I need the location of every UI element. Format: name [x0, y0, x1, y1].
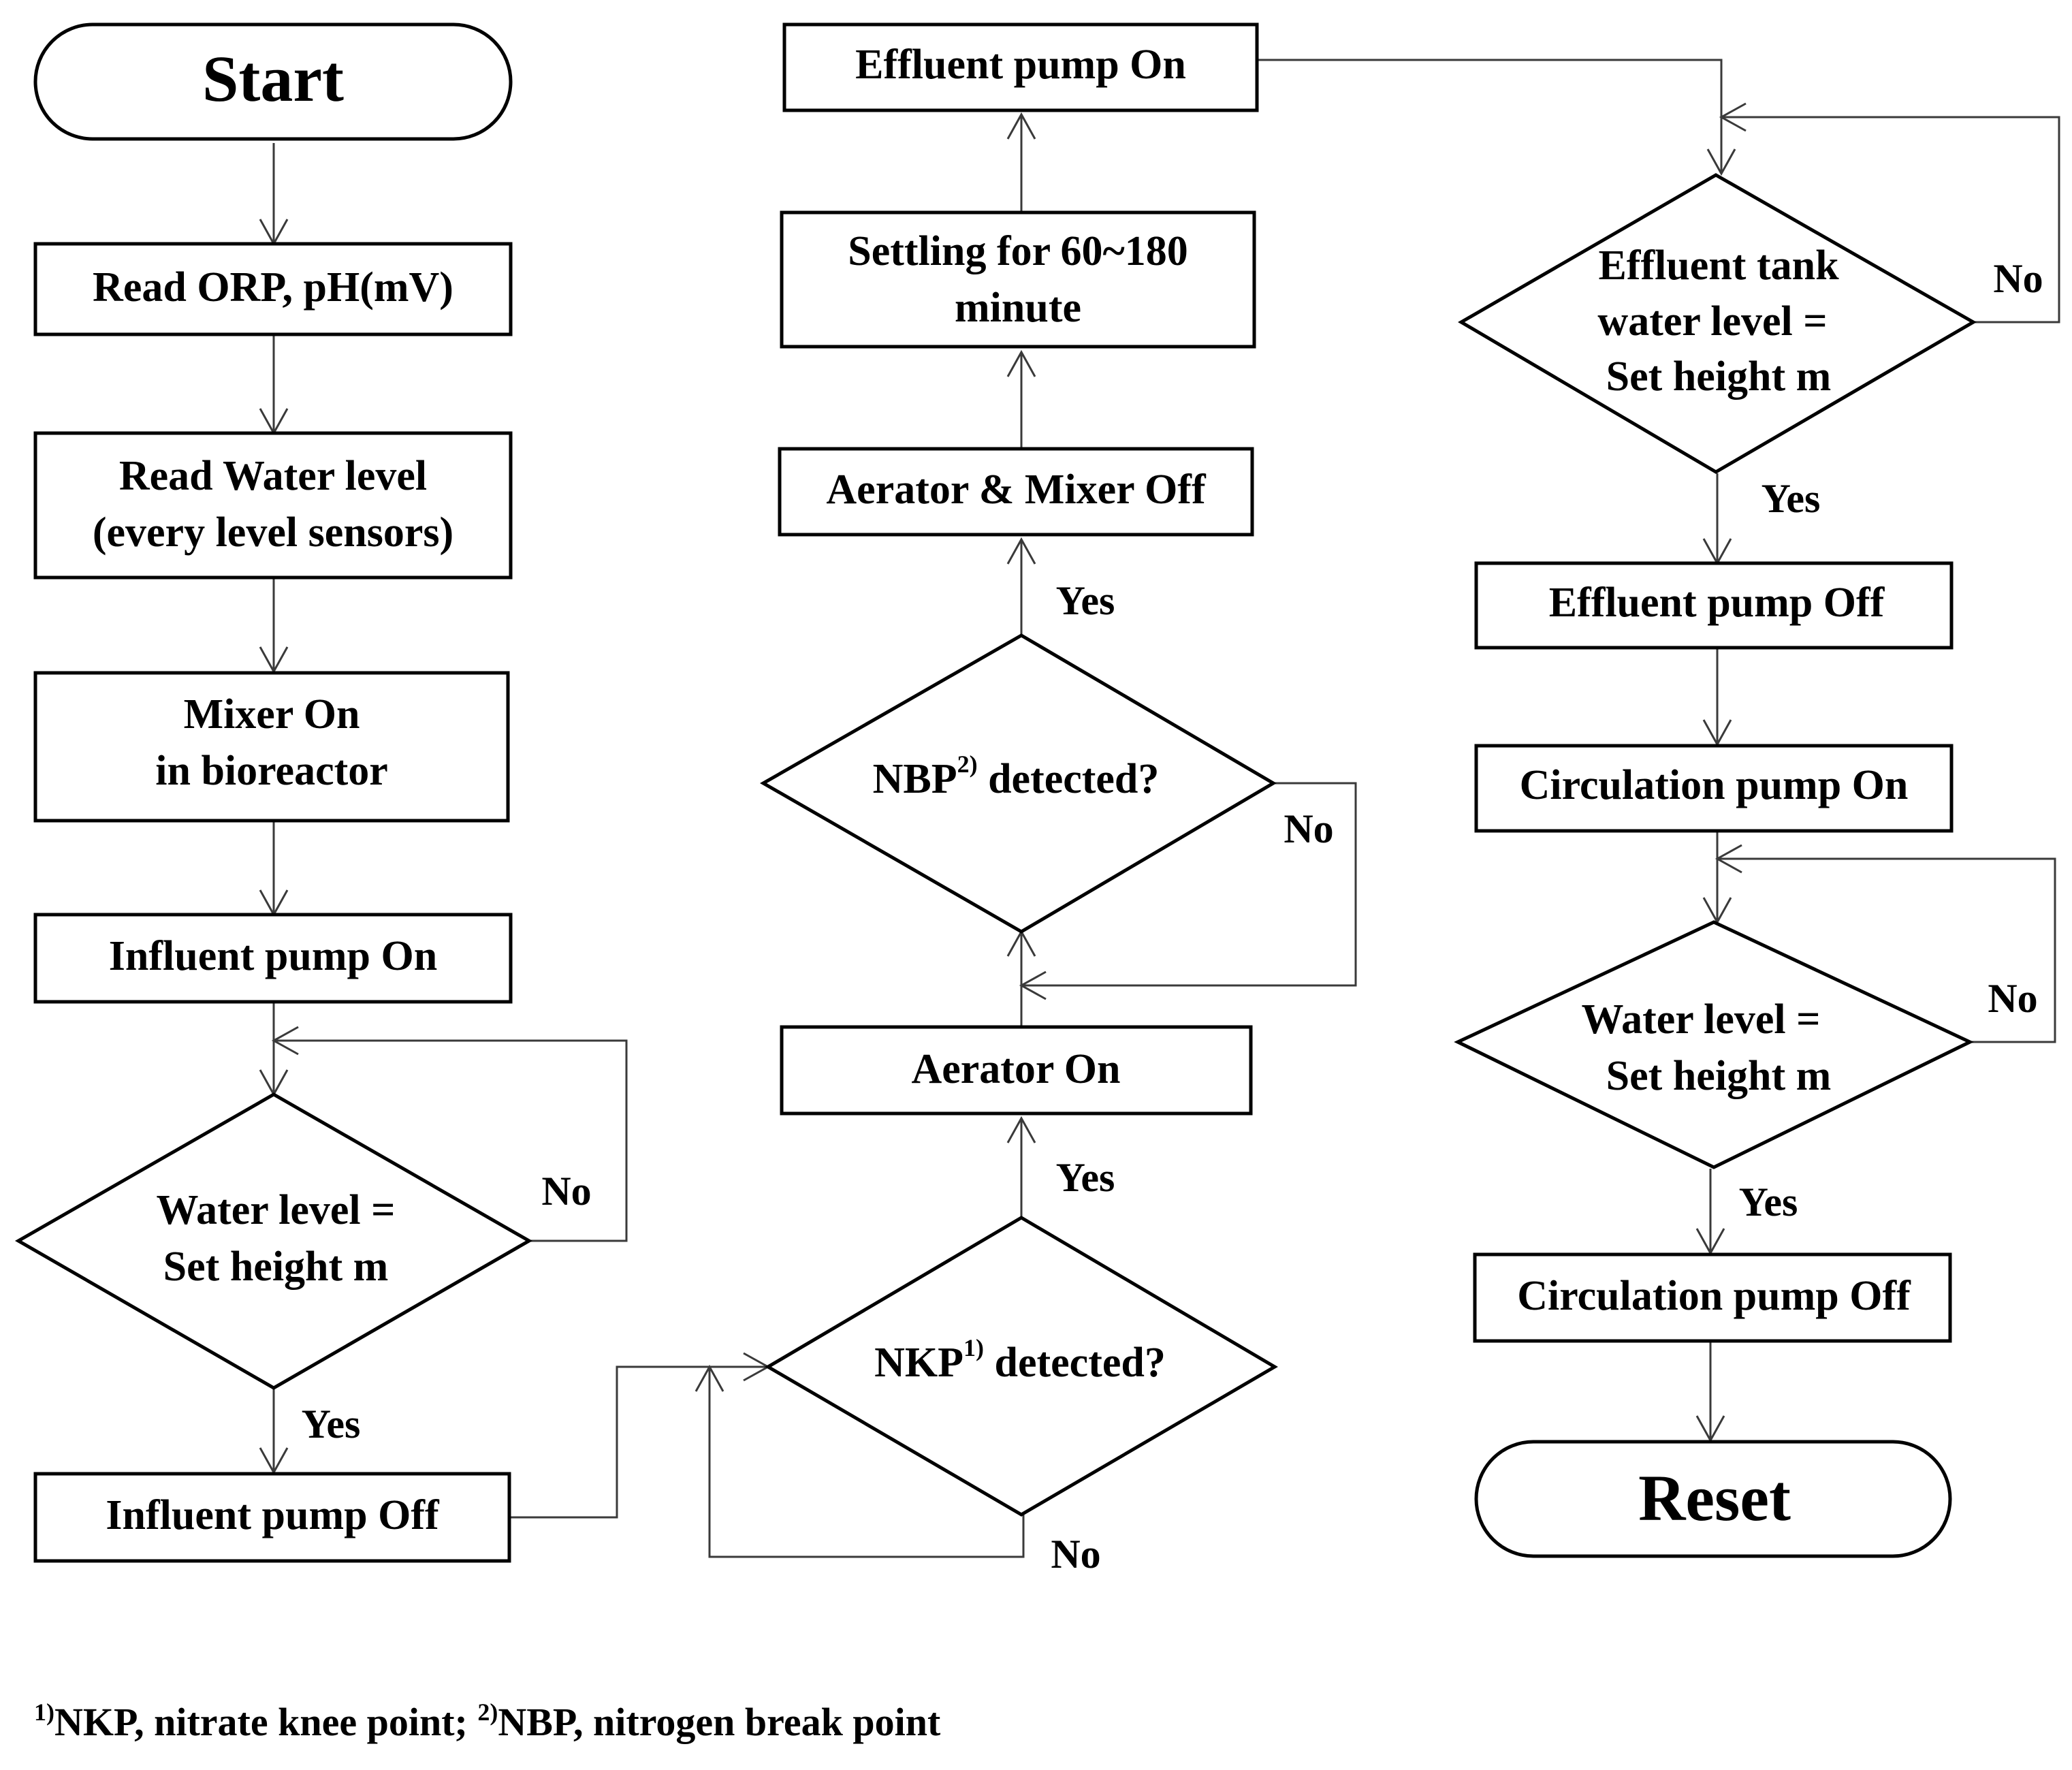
mixer-on-label-1: Mixer On: [184, 691, 360, 738]
arrowhead: [1006, 537, 1036, 565]
read-orp-label: Read ORP, pH(mV): [93, 264, 453, 311]
water-level-decision-2: Water level = Set height m: [1454, 920, 1974, 1169]
arrowhead: [1715, 844, 1742, 874]
circulation-on-box: Circulation pump On: [1474, 744, 1954, 833]
read-water-label-2: (every level sensors): [93, 509, 453, 556]
edge-tank-no-loop: [1721, 116, 2060, 323]
read-water-label-1: Read Water level: [119, 453, 427, 499]
footnote-text-1: NKP, nitrate knee point;: [54, 1700, 477, 1744]
no-label-nkp: No: [1051, 1532, 1100, 1577]
yes-label-decision-2: Yes: [1739, 1180, 1798, 1224]
yes-label-decision-1: Yes: [302, 1402, 361, 1447]
mixer-on-box: Mixer On in bioreactor: [33, 671, 510, 823]
footnote-text-2: NBP, nitrogen break point: [498, 1700, 941, 1744]
water-level-2-label-a: Water level =: [1582, 996, 1821, 1043]
nkp-decision: NKP1) detected?: [765, 1216, 1278, 1517]
aerator-mixer-off-label: Aerator & Mixer Off: [826, 467, 1207, 513]
water-level-decision-1: Water level = Set height m: [14, 1092, 533, 1390]
circulation-off-label: Circulation pump Off: [1517, 1273, 1911, 1319]
edge-nbp-no-loop: [1021, 782, 1357, 987]
footnote: 1)NKP, nitrate knee point; 2)NBP, nitrog…: [34, 1698, 941, 1744]
effluent-tank-label-2: water level =: [1597, 298, 1827, 345]
nbp-prefix: NBP: [873, 756, 957, 802]
arrowhead: [1019, 970, 1047, 1000]
yes-label-nbp: Yes: [1056, 578, 1115, 623]
yes-label-nkp: Yes: [1056, 1155, 1115, 1200]
circulation-off-box: Circulation pump Off: [1473, 1252, 1952, 1343]
effluent-on-box: Effluent pump On: [782, 22, 1259, 112]
connectors: [259, 59, 2060, 1558]
read-water-box: Read Water level (every level sensors): [33, 431, 513, 580]
footnote-sup-2: 2): [477, 1698, 498, 1726]
arrowhead: [1006, 112, 1036, 140]
settling-box: Settling for 60~180 minute: [780, 210, 1256, 349]
arrowhead: [1706, 148, 1736, 176]
no-label-effluent-tank: No: [1993, 256, 2043, 301]
arrowhead: [1006, 349, 1036, 377]
yes-label-effluent-tank: Yes: [1762, 476, 1821, 521]
arrowhead: [1719, 102, 1747, 132]
no-label-decision-2: No: [1988, 976, 2037, 1021]
nbp-sup: 2): [957, 750, 978, 778]
aerator-on-box: Aerator On: [780, 1025, 1253, 1116]
no-label-nbp: No: [1284, 806, 1333, 851]
edge-labels: No Yes No Yes No Yes No Yes No Yes: [302, 256, 2043, 1577]
aerator-mixer-off-box: Aerator & Mixer Off: [778, 447, 1254, 537]
water-level-1-label-a: Water level =: [157, 1187, 396, 1233]
water-level-1-label-b: Set height m: [163, 1244, 389, 1290]
nbp-suffix: detected?: [978, 756, 1160, 802]
edge-decision1-no-loop: [274, 1039, 628, 1242]
edge-nkp-no-loop: [708, 1367, 1025, 1558]
effluent-tank-label-3: Set height m: [1606, 353, 1832, 400]
nkp-suffix: detected?: [984, 1340, 1166, 1386]
arrowhead: [1006, 1116, 1036, 1143]
nbp-decision: NBP2) detected?: [759, 633, 1277, 934]
nkp-prefix: NKP: [874, 1340, 963, 1386]
start-terminal: Start: [33, 22, 513, 141]
influent-off-box: Influent pump Off: [33, 1472, 511, 1563]
read-orp-box: Read ORP, pH(mV): [33, 242, 513, 336]
water-level-2-label-b: Set height m: [1606, 1053, 1832, 1099]
reset-terminal: Reset: [1474, 1440, 1952, 1558]
mixer-on-label-2: in bioreactor: [155, 748, 388, 794]
influent-off-label: Influent pump Off: [106, 1492, 440, 1538]
aerator-on-label: Aerator On: [911, 1046, 1120, 1092]
no-label-decision-1: No: [541, 1169, 591, 1214]
effluent-on-label: Effluent pump On: [855, 42, 1186, 88]
nbp-label: NBP2) detected?: [873, 750, 1160, 802]
arrowhead: [695, 1364, 724, 1392]
effluent-off-label: Effluent pump Off: [1549, 580, 1885, 626]
settling-label-2: minute: [955, 285, 1081, 331]
edge-effluent-on-tank: [1257, 59, 1723, 174]
effluent-tank-decision: Effluent tank water level = Set height m: [1458, 173, 1977, 474]
arrowhead: [271, 1026, 299, 1056]
edge-influent-off-nkp: [509, 1365, 768, 1519]
edge-decision2-no-loop: [1717, 857, 2056, 1043]
effluent-off-box: Effluent pump Off: [1474, 561, 1954, 650]
effluent-tank-label-1: Effluent tank: [1598, 242, 1839, 289]
influent-on-box: Influent pump On: [33, 913, 513, 1004]
nkp-label: NKP1) detected?: [874, 1334, 1166, 1386]
nkp-sup: 1): [963, 1334, 984, 1361]
influent-on-label: Influent pump On: [109, 933, 437, 979]
start-label: Start: [202, 42, 344, 115]
footnote-sup-1: 1): [34, 1698, 54, 1726]
reset-label: Reset: [1638, 1461, 1791, 1534]
settling-label-1: Settling for 60~180: [848, 228, 1188, 274]
circulation-on-label: Circulation pump On: [1520, 762, 1909, 808]
